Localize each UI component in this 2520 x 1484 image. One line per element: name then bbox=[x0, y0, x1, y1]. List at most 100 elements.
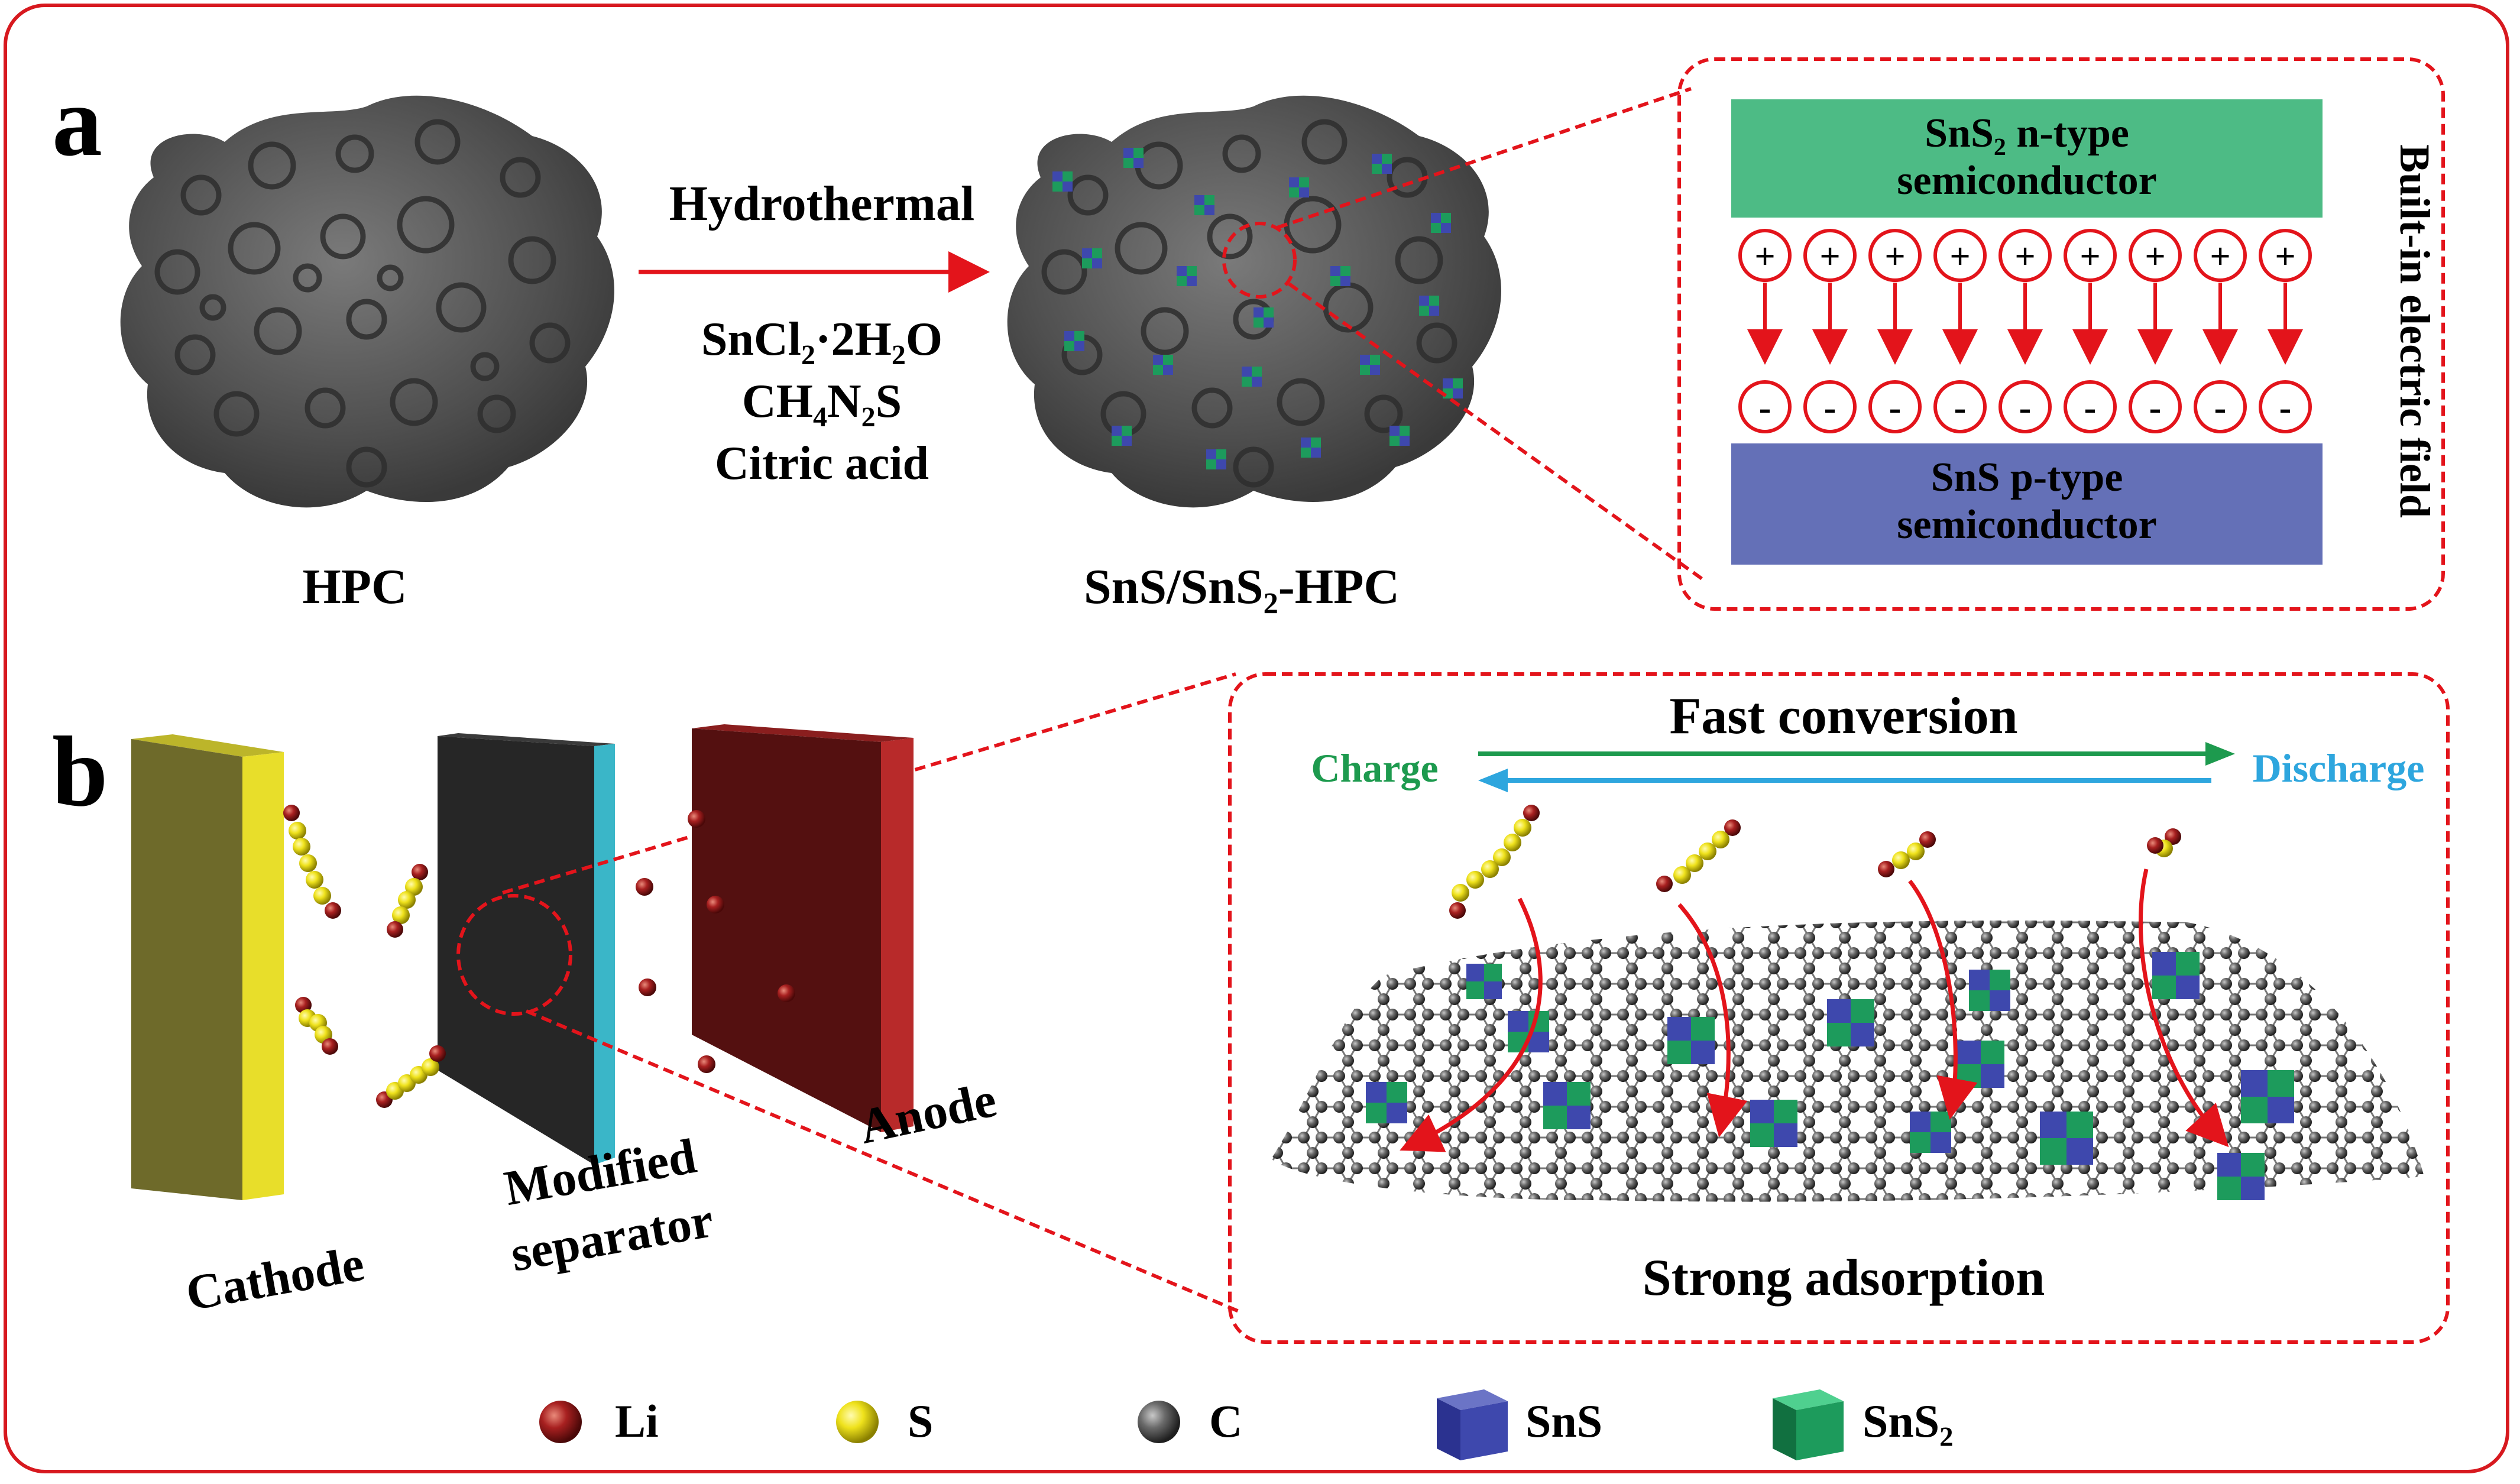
figure-frame bbox=[4, 4, 2509, 1473]
hole-circle bbox=[2259, 229, 2312, 282]
polysulfide-chain bbox=[1656, 819, 1741, 892]
hpc-particle bbox=[120, 95, 614, 508]
minus-sign: - bbox=[2214, 388, 2227, 428]
fast-conversion-label: Fast conversion bbox=[1669, 688, 2017, 745]
reagent-3: Citric acid bbox=[715, 438, 929, 490]
hole-circle bbox=[1868, 229, 1922, 282]
cathode-slab bbox=[131, 734, 284, 1200]
electron-circle bbox=[2129, 380, 2182, 433]
li-atom-icon bbox=[539, 1401, 582, 1443]
plus-sign: + bbox=[2014, 236, 2035, 277]
minus-sign: - bbox=[1759, 388, 1771, 428]
built-in-field-label: Built-in electric field bbox=[2391, 144, 2438, 518]
nanocube bbox=[1827, 999, 1874, 1046]
li-atom bbox=[636, 878, 653, 896]
minus-sign: - bbox=[2149, 388, 2162, 428]
nanocube bbox=[1466, 964, 1502, 999]
minus-sign: - bbox=[2019, 388, 2032, 428]
li-atom bbox=[778, 984, 795, 1002]
li-atom bbox=[688, 810, 705, 828]
hole-circle bbox=[1933, 229, 1987, 282]
cell-polysulfides bbox=[283, 805, 795, 1108]
nanocube bbox=[1153, 355, 1173, 375]
minus-sign: - bbox=[2084, 388, 2097, 428]
nanocube bbox=[1206, 449, 1226, 469]
minus-sign: - bbox=[2279, 388, 2292, 428]
nanocube bbox=[2152, 952, 2200, 999]
nanocube bbox=[1543, 1082, 1591, 1129]
nanocube bbox=[1289, 177, 1309, 197]
reagent-1: SnCl₂·2H₂O bbox=[701, 313, 942, 365]
hole-circle bbox=[1998, 229, 2052, 282]
nanocube bbox=[1372, 154, 1392, 174]
separator-slab bbox=[438, 733, 615, 1165]
zoom-circle-b bbox=[456, 894, 572, 1016]
minus-sign: - bbox=[1954, 388, 1967, 428]
hydrothermal-label: Hydrothermal bbox=[669, 176, 974, 231]
charge-arrowhead bbox=[2205, 742, 2235, 766]
nanocube bbox=[1177, 266, 1197, 286]
plus-sign: + bbox=[2275, 236, 2295, 277]
reagent-2: CH₄N₂S bbox=[742, 375, 902, 427]
nanocube bbox=[1052, 171, 1073, 192]
sns2-layer-line1: SnS₂ n-type bbox=[1925, 111, 2129, 156]
electron-circle bbox=[2194, 380, 2247, 433]
zoom-line-b-bottom bbox=[525, 1009, 1243, 1314]
sns-hpc-caption: SnS/SnS₂-HPC bbox=[1084, 559, 1400, 614]
cathode-label: Cathode bbox=[182, 1236, 368, 1321]
sns-cube-icon bbox=[1437, 1389, 1508, 1460]
hole-circle bbox=[1738, 229, 1792, 282]
nanocube bbox=[1431, 213, 1451, 233]
inset-a: SnS₂ n-type semiconductor + - + - + - + - + - + - + -… bbox=[1677, 57, 2445, 611]
li-atom bbox=[639, 978, 656, 996]
plus-sign: + bbox=[1884, 236, 1905, 277]
electron-circle bbox=[2064, 380, 2117, 433]
nanocube bbox=[2241, 1070, 2294, 1123]
anode-slab bbox=[692, 724, 914, 1132]
s-atom-icon bbox=[836, 1401, 879, 1443]
adsorption-arrow bbox=[1908, 879, 1978, 1120]
nanocube bbox=[1082, 248, 1102, 268]
nanocube bbox=[1667, 1017, 1715, 1064]
sns2-layer-line2: semiconductor bbox=[1897, 158, 2156, 203]
plus-sign: + bbox=[2080, 236, 2100, 277]
nanocube bbox=[1253, 307, 1274, 328]
electron-circle bbox=[1738, 380, 1792, 433]
inset-polysulfides bbox=[1400, 805, 2229, 1152]
electron-circle bbox=[2259, 380, 2312, 433]
zoom-line-a-top bbox=[1277, 87, 1692, 229]
c-atom-icon bbox=[1138, 1401, 1180, 1443]
li-atom bbox=[707, 896, 724, 913]
hole-circle bbox=[2194, 229, 2247, 282]
sns-layer-line2: semiconductor bbox=[1897, 502, 2156, 547]
li-atom bbox=[698, 1055, 715, 1073]
plus-sign: + bbox=[2210, 236, 2230, 277]
legend-sns: SnS bbox=[1525, 1395, 1602, 1447]
legend-li: Li bbox=[615, 1395, 659, 1447]
polysulfide-chain bbox=[376, 1045, 446, 1108]
nanocube bbox=[1366, 1082, 1407, 1123]
panel-b-label: b bbox=[52, 716, 108, 827]
polysulfide-chain bbox=[295, 997, 338, 1055]
sheet-nanocubes bbox=[1366, 952, 2294, 1200]
hole-circle bbox=[2064, 229, 2117, 282]
nanocube bbox=[1360, 355, 1380, 375]
plus-sign: + bbox=[1819, 236, 1840, 277]
strong-adsorption-label: Strong adsorption bbox=[1643, 1249, 2045, 1307]
hpc-caption: HPC bbox=[302, 559, 407, 614]
nanocube bbox=[1123, 148, 1144, 168]
panel-a-label: a bbox=[52, 66, 102, 177]
nanocube bbox=[2217, 1153, 2265, 1200]
polysulfide-chain bbox=[283, 805, 341, 919]
nanocube bbox=[1194, 195, 1214, 215]
graphene-sheet bbox=[1271, 920, 2424, 1202]
sns-layer-line1: SnS p-type bbox=[1931, 455, 2123, 500]
zoom-circle-a bbox=[1222, 222, 1297, 299]
discharge-arrowhead bbox=[1478, 769, 1508, 792]
plus-sign: + bbox=[1949, 236, 1970, 277]
nanocube bbox=[1910, 1112, 1951, 1153]
sns2-cube-icon bbox=[1773, 1389, 1844, 1460]
electron-circle bbox=[1868, 380, 1922, 433]
nanocube bbox=[1957, 1041, 2004, 1088]
